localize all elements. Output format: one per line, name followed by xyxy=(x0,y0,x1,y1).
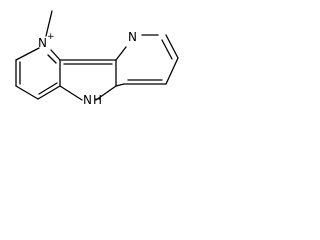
bond-right-ring-4 xyxy=(165,57,179,85)
bond-pyrrole-right-lower xyxy=(95,85,117,101)
bond-n-methyl xyxy=(45,10,53,37)
atom-label-cationic-n: N xyxy=(38,36,47,50)
bond-right-ring-3-double xyxy=(161,39,173,60)
bond-left-ring-3 xyxy=(15,85,39,100)
bond-right-ring-3 xyxy=(165,34,179,59)
bond-left-ring-4-double xyxy=(38,82,58,95)
atom-label-pyridine-n: N xyxy=(128,30,137,44)
bond-right-ring-6 xyxy=(115,83,125,87)
atom-label-pyrrole-n: N xyxy=(83,93,92,107)
bond-left-ring-4 xyxy=(37,85,61,100)
bond-left-ring-6 xyxy=(50,49,61,61)
bond-left-ring-1 xyxy=(15,47,40,61)
atom-charge-plus: + xyxy=(47,32,55,42)
bond-right-ring-1 xyxy=(115,46,127,61)
structure-canvas: N + N N H xyxy=(0,0,199,141)
bond-left-ring-6-double xyxy=(47,54,57,64)
atom-label-pyrrole-h: H xyxy=(93,93,102,107)
bond-pyrrole-left-lower xyxy=(59,85,83,101)
chemical-structure-diagram: N + N N H xyxy=(15,10,179,107)
